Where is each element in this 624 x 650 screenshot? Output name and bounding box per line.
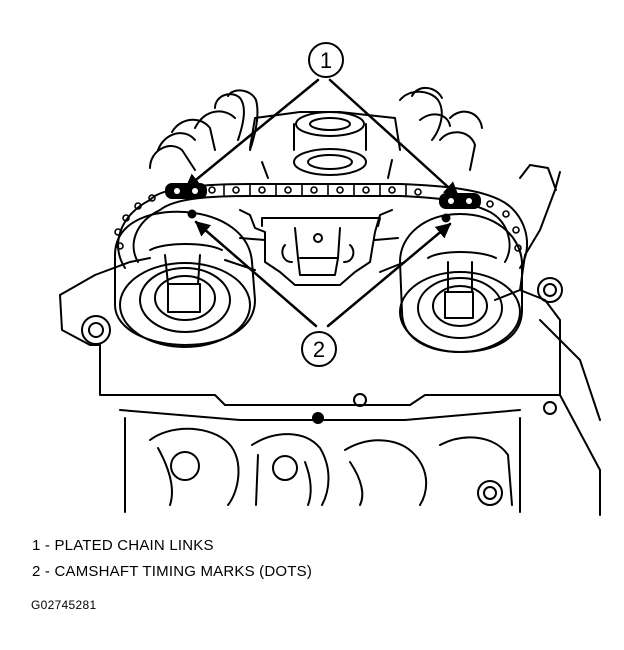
engine-timing-diagram: 1 2 xyxy=(59,42,601,516)
callout-2-number: 2 xyxy=(313,337,325,362)
callout-2-circle xyxy=(301,331,337,367)
legend: 1 - PLATED CHAIN LINKS 2 - CAMSHAFT TIMI… xyxy=(32,533,312,585)
chain-links xyxy=(114,183,522,252)
callout-1-number: 1 xyxy=(320,48,332,73)
camshaft-lobes xyxy=(149,87,483,179)
figure-id: G02745281 xyxy=(31,598,97,612)
left-camshaft-sprocket xyxy=(81,210,256,348)
engine-block-lower xyxy=(119,393,557,513)
callout-2-leaders xyxy=(194,220,452,328)
legend-item-plated-chain-links: 1 - PLATED CHAIN LINKS xyxy=(32,537,214,554)
callout-1-circle xyxy=(308,42,344,78)
timing-chain xyxy=(114,183,529,269)
right-camshaft-sprocket xyxy=(399,213,563,353)
left-timing-dot xyxy=(187,209,197,219)
right-timing-dot xyxy=(441,213,451,223)
callout-1-leaders xyxy=(184,78,460,198)
legend-item-camshaft-timing-marks: 2 - CAMSHAFT TIMING MARKS (DOTS) xyxy=(32,563,313,580)
